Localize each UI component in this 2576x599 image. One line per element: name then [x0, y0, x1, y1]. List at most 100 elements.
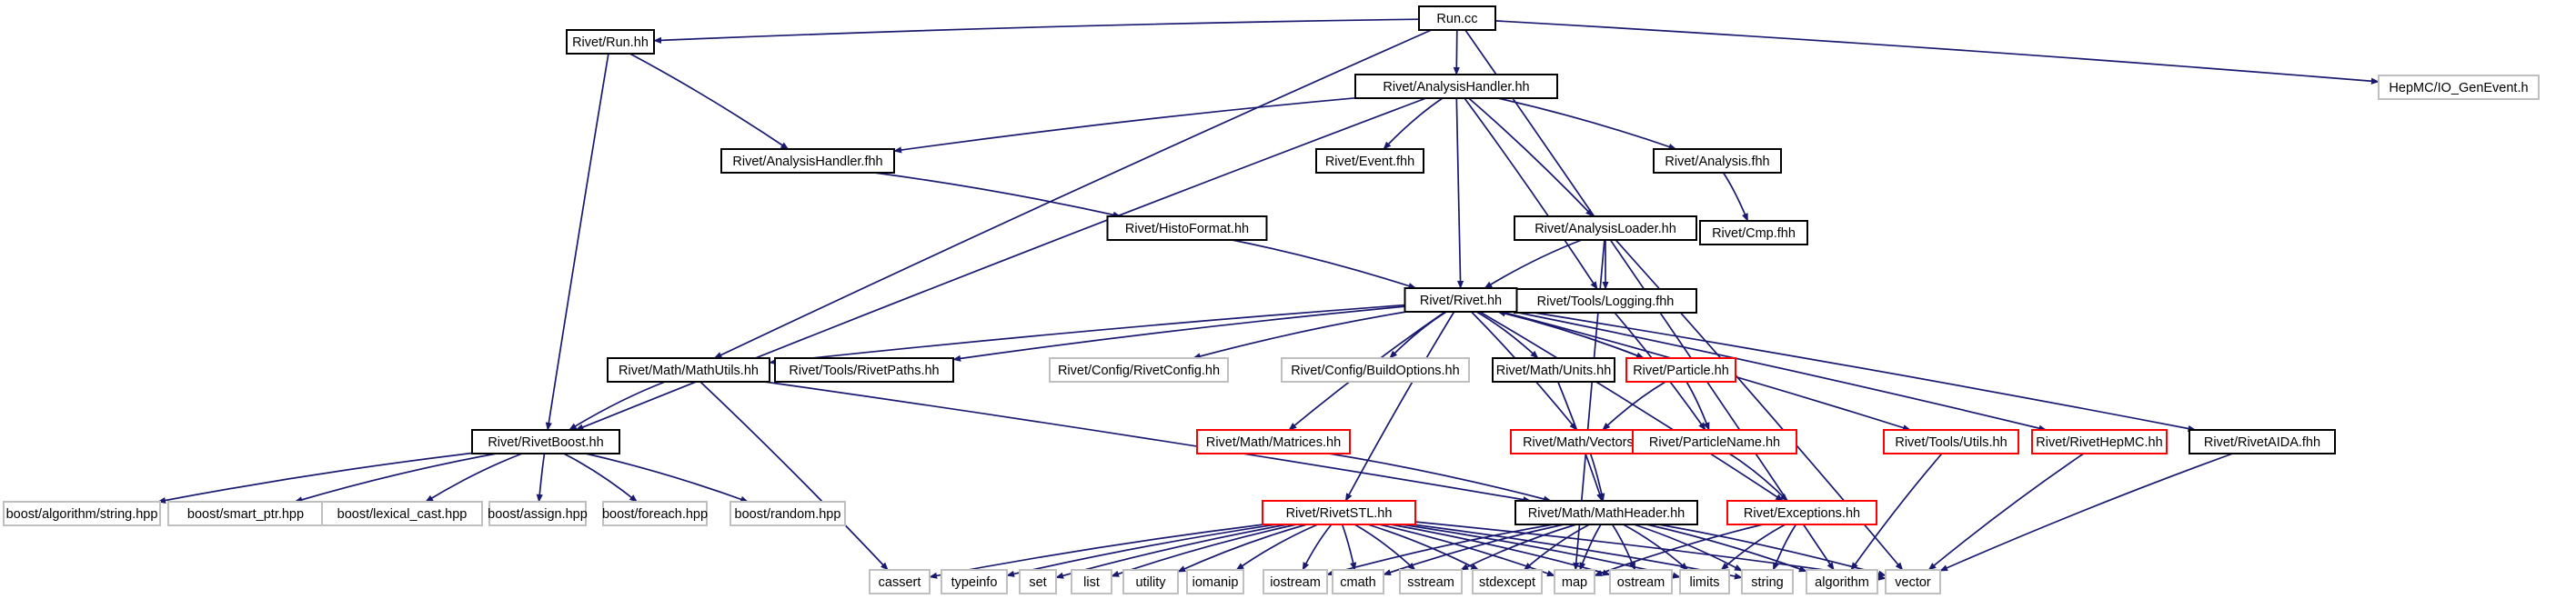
edge-mathheader-to-s_stdexcept — [1523, 524, 1590, 571]
edge-run_hh-to-ah_fhh — [629, 53, 790, 150]
node-rivetconfig: Rivet/Config/RivetConfig.hh — [1049, 357, 1229, 383]
node-box — [941, 569, 1008, 594]
node-s-cmath: cmath — [1332, 569, 1384, 594]
node-box — [1632, 429, 1797, 454]
node-rivetstl[interactable]: Rivet/RivetSTL.hh — [1262, 500, 1416, 525]
node-run-hh[interactable]: Rivet/Run.hh — [566, 29, 655, 55]
node-label: boost/random.hpp — [735, 507, 841, 522]
node-box — [1186, 569, 1244, 594]
node-box — [1741, 569, 1794, 594]
edge-mathutils-to-rivetboost — [569, 381, 666, 431]
edge-particlename-to-exceptions — [1728, 453, 1788, 502]
node-label: Rivet/HistoFormat.hh — [1125, 222, 1249, 236]
node-run-cc[interactable]: Run.cc — [1418, 5, 1496, 31]
node-label: boost/foreach.hpp — [602, 507, 708, 522]
node-box — [1354, 74, 1558, 99]
node-label: Rivet/Math/Vectors.hh — [1523, 435, 1652, 450]
node-histoformat[interactable]: Rivet/HistoFormat.hh — [1106, 215, 1268, 241]
node-box — [1404, 287, 1518, 313]
node-loader-hh[interactable]: Rivet/AnalysisLoader.hh — [1514, 215, 1697, 241]
node-event-fhh[interactable]: Rivet/Event.fhh — [1315, 148, 1424, 174]
node-box — [1472, 569, 1543, 594]
node-box — [321, 501, 483, 526]
node-logging-fhh[interactable]: Rivet/Tools/Logging.fhh — [1514, 288, 1697, 314]
edge-rivetstl-to-s_sstream — [1353, 524, 1416, 571]
node-rivetboost[interactable]: Rivet/RivetBoost.hh — [471, 429, 620, 454]
edge-rivetaida-to-s_vector — [1939, 453, 2233, 572]
edge-particle-to-rivet_hh — [1497, 310, 1645, 359]
edge-rivetstl-to-s_cmath — [1341, 524, 1357, 571]
edge-mathheader-to-s_map — [1579, 524, 1602, 571]
node-box — [1418, 5, 1496, 31]
node-box — [1315, 148, 1424, 174]
node-rivetaida[interactable]: Rivet/RivetAIDA.fhh — [2189, 429, 2336, 454]
node-label: cmath — [1340, 575, 1376, 590]
node-ah-fhh[interactable]: Rivet/AnalysisHandler.fhh — [720, 148, 895, 174]
node-label: Rivet/Tools/Utils.hh — [1895, 435, 2007, 450]
node-ah-hh[interactable]: Rivet/AnalysisHandler.hh — [1354, 74, 1558, 99]
node-box — [1726, 500, 1877, 525]
edge-loader_hh-to-rivet_hh — [1484, 239, 1583, 289]
node-rivetpaths[interactable]: Rivet/Tools/RivetPaths.hh — [774, 357, 954, 383]
edge-rivethepmc-to-s_vector — [1927, 453, 2085, 571]
edge-particle-to-vectors — [1602, 381, 1666, 431]
node-box — [869, 569, 931, 594]
node-label: stdexcept — [1479, 575, 1535, 590]
node-particlename[interactable]: Rivet/ParticleName.hh — [1632, 429, 1797, 454]
edge-ah_hh-to-analysis_fhh — [1497, 97, 1677, 150]
node-s-ostream: ostream — [1609, 569, 1673, 594]
node-label: typeinfo — [951, 575, 998, 590]
node-label: cassert — [879, 575, 921, 590]
node-cmp-fhh[interactable]: Rivet/Cmp.fhh — [1699, 220, 1808, 245]
node-label: limits — [1689, 575, 1719, 590]
node-rivethepmc[interactable]: Rivet/RivetHepMC.hh — [2031, 429, 2168, 454]
node-s-utility: utility — [1122, 569, 1179, 594]
node-s-sstream: sstream — [1399, 569, 1463, 594]
node-b-foreach: boost/foreach.hpp — [602, 501, 708, 526]
node-mathutils[interactable]: Rivet/Math/MathUtils.hh — [607, 357, 770, 383]
node-box — [1492, 357, 1615, 383]
node-s-string: string — [1741, 569, 1794, 594]
node-particle[interactable]: Rivet/Particle.hh — [1625, 357, 1736, 383]
node-box — [1332, 569, 1384, 594]
node-box — [1049, 357, 1229, 383]
node-label: Rivet/Cmp.fhh — [1712, 226, 1796, 241]
node-box — [774, 357, 954, 383]
edge-exceptions-to-s_string — [1772, 524, 1797, 571]
edge-ah_hh-to-logging_fhh — [1464, 97, 1598, 290]
edge-run_cc-to-mathutils — [713, 29, 1432, 359]
node-box — [1883, 429, 2019, 454]
node-analysis-fhh[interactable]: Rivet/Analysis.fhh — [1653, 148, 1782, 174]
node-s-vector: vector — [1885, 569, 1941, 594]
edge-rivetboost-to-b_assign — [536, 453, 546, 503]
node-label: Rivet/Math/MathUtils.hh — [619, 364, 759, 378]
node-units[interactable]: Rivet/Math/Units.hh — [1492, 357, 1615, 383]
node-toolsutils[interactable]: Rivet/Tools/Utils.hh — [1883, 429, 2019, 454]
edge-rivetboost-to-b_algostring — [157, 452, 473, 504]
node-s-iomanip: iomanip — [1186, 569, 1244, 594]
node-s-list: list — [1071, 569, 1112, 594]
node-box — [720, 148, 895, 174]
node-label: vector — [1895, 575, 1931, 590]
node-b-algostring: boost/algorithm/string.hpp — [3, 501, 161, 526]
node-box — [488, 501, 587, 526]
edge-analysis_fhh-to-cmp_fhh — [1722, 172, 1749, 222]
node-label: boost/lexical_cast.hpp — [337, 507, 468, 522]
edge-mathheader-to-s_vector — [1658, 524, 1887, 577]
node-exceptions[interactable]: Rivet/Exceptions.hh — [1726, 500, 1877, 525]
node-mathheader[interactable]: Rivet/Math/MathHeader.hh — [1514, 500, 1698, 525]
node-matrices[interactable]: Rivet/Math/Matrices.hh — [1196, 429, 1351, 454]
node-s-typeinfo: typeinfo — [941, 569, 1008, 594]
edge-rivet_hh-to-exceptions — [1479, 311, 1784, 502]
node-s-set: set — [1019, 569, 1057, 594]
edge-run_cc-to-hepmc_io — [1494, 20, 2380, 85]
node-box — [1514, 215, 1697, 241]
edge-mathheader-to-s_iostream — [1326, 524, 1554, 576]
node-s-algorithm: algorithm — [1806, 569, 1878, 594]
node-label: string — [1751, 575, 1783, 590]
node-label: Rivet/Run.hh — [572, 35, 649, 50]
node-rivet-hh[interactable]: Rivet/Rivet.hh — [1404, 287, 1518, 313]
edge-run_cc-to-ah_hh — [1453, 29, 1460, 75]
node-b-smartptr: boost/smart_ptr.hpp — [167, 501, 324, 526]
node-s-cassert: cassert — [869, 569, 931, 594]
